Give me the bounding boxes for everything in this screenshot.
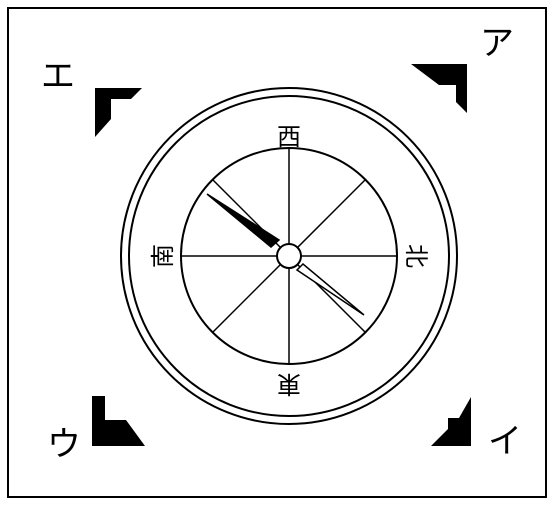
direction-marker-bottom-right: イ	[431, 397, 522, 462]
needle-dark-half	[207, 194, 279, 247]
arrow-top-left-icon	[95, 88, 142, 137]
label-u: ウ	[47, 425, 81, 465]
arrow-bottom-left-icon	[92, 396, 145, 446]
arrow-top-right-icon	[411, 64, 467, 113]
compass-label-top: 西	[277, 123, 301, 151]
direction-marker-top-left: エ	[41, 57, 142, 138]
label-i: イ	[488, 422, 522, 462]
compass-label-left: 南	[149, 244, 177, 268]
label-a: ア	[480, 24, 514, 64]
needle-pivot	[277, 244, 301, 268]
arrow-bottom-right-icon	[431, 397, 471, 446]
direction-marker-bottom-left: ウ	[47, 396, 145, 465]
compass-label-right: 北	[402, 244, 430, 268]
label-e: エ	[41, 57, 75, 97]
needle-light-half	[297, 264, 364, 315]
compass-rose: 西 北 東 南	[121, 88, 457, 424]
compass-needle	[207, 194, 364, 315]
direction-marker-top-right: ア	[411, 24, 514, 114]
compass-label-bottom: 東	[277, 370, 301, 398]
